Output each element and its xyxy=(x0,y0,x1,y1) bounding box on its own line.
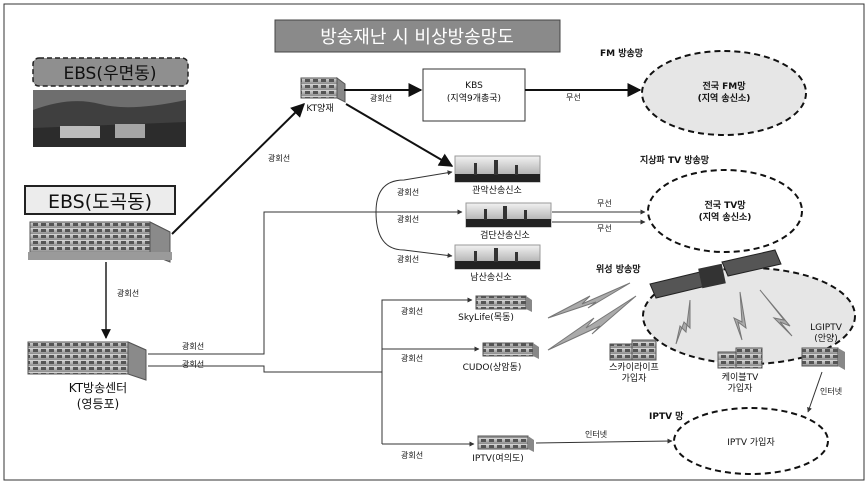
kbs-node: KBS (지역9개총국) xyxy=(422,68,526,122)
fm-network-ellipse: 전국 FM망 (지역 송신소) xyxy=(641,50,807,136)
iptv-network-ellipse: IPTV 가입자 xyxy=(673,407,829,475)
link-labels: 광회선 광회선 광회선 광회선 광회선 광회선 광회선 광회선 광회선 광회선 … xyxy=(117,93,842,460)
internet-label-lg: 인터넷 xyxy=(820,386,842,396)
gwanak-label: 관악산송신소 xyxy=(472,184,522,196)
skylife-node: SkyLife(목동) xyxy=(458,295,532,323)
ebs-umyeon-node: EBS(우면동) xyxy=(32,57,189,147)
iptv-section-label: IPTV 망 xyxy=(649,410,684,422)
cable-subscriber-sublabel: 가입자 xyxy=(728,382,754,394)
lg-iptv-label: LGIPTV xyxy=(810,323,843,333)
kt-yangjae-node: KT양재 xyxy=(300,77,346,114)
fiber-label-cudo: 광회선 xyxy=(401,353,423,363)
fm-network-label: 전국 FM망 xyxy=(702,80,746,92)
kt-yangjae-label: KT양재 xyxy=(306,103,333,114)
wireless-label-fm: 무선 xyxy=(566,93,581,102)
cable-subscriber-label: 케이블TV xyxy=(722,372,759,383)
kt-yangjae-building-icon xyxy=(300,77,346,103)
iptv-network-label: IPTV 가입자 xyxy=(727,436,775,448)
kbs-label: KBS xyxy=(465,81,483,91)
lg-iptv-sublabel: (안양) xyxy=(814,333,838,344)
fm-network-sublabel: (지역 송신소) xyxy=(698,92,751,104)
fiber-branches xyxy=(148,170,823,447)
gwanak-transmitter-node: 관악산송신소 xyxy=(454,155,541,196)
terrestrial-section-label: 지상파 TV 방송망 xyxy=(640,154,710,166)
wireless-label-tv-2: 무선 xyxy=(597,224,612,233)
tv-network-label: 전국 TV망 xyxy=(704,199,746,211)
fiber-label-iptv: 광회선 xyxy=(401,450,423,460)
geomdan-transmitter-node: 검단산송신소 xyxy=(465,202,552,241)
iptv-yeouido-label: IPTV(여의도) xyxy=(472,452,524,464)
cudo-node: CUDO(상암동) xyxy=(463,342,539,373)
skylife-subscriber-label: 스카이라이프 xyxy=(609,362,659,373)
satellite-section-label: 위성 방송망 xyxy=(596,263,641,275)
fiber-label-namsan: 광회선 xyxy=(397,254,419,264)
namsan-label: 남산송신소 xyxy=(470,272,511,283)
fiber-label-skylife: 광회선 xyxy=(401,306,423,316)
ebs-dogok-node: EBS(도곡동) xyxy=(24,185,176,263)
fiber-label-dogok-ktcenter: 광회선 xyxy=(117,288,139,298)
kbs-sublabel: (지역9개총국) xyxy=(447,93,501,104)
fiber-label-yangjae-kbs: 광회선 xyxy=(370,93,392,103)
skylife-subscriber-sublabel: 가입자 xyxy=(622,372,648,384)
internet-label-iptv: 인터넷 xyxy=(585,429,607,439)
wireless-label-tv-1: 무선 xyxy=(597,199,612,208)
kt-center-building-icon xyxy=(27,341,147,381)
ebs-umyeon-label: EBS(우면동) xyxy=(63,64,156,84)
fm-section-label: FM 방송망 xyxy=(600,47,644,59)
page-title: 방송재난 시 비상방송망도 xyxy=(320,27,514,48)
geomdan-label: 검단산송신소 xyxy=(480,229,530,241)
title-banner: 방송재난 시 비상방송망도 xyxy=(274,19,561,53)
satellite-icon xyxy=(649,249,782,299)
iptv-yeouido-node: IPTV(여의도) xyxy=(472,435,534,464)
ebs-dogok-building-icon xyxy=(28,221,172,263)
namsan-transmitter-node: 남산송신소 xyxy=(454,244,541,283)
ebs-umyeon-photo xyxy=(33,90,186,147)
tv-network-ellipse: 전국 TV망 (지역 송신소) xyxy=(647,169,803,253)
cudo-label: CUDO(상암동) xyxy=(463,361,522,373)
fiber-label-ktcenter-upper: 광회선 xyxy=(182,341,204,351)
kt-center-sublabel: (영등포) xyxy=(77,397,119,411)
fiber-label-ktcenter-lower: 광회선 xyxy=(182,359,204,369)
skylife-label: SkyLife(목동) xyxy=(458,312,514,323)
kt-center-label: KT방송센터 xyxy=(69,381,127,395)
cable-subscriber-icon: 케이블TV 가입자 xyxy=(717,347,763,394)
fiber-label-geomdan: 광회선 xyxy=(397,214,419,224)
ebs-dogok-label: EBS(도곡동) xyxy=(48,191,152,213)
fiber-label-gwanak: 광회선 xyxy=(397,187,419,197)
skylife-subscriber-icon: 스카이라이프 가입자 xyxy=(609,339,659,384)
kt-center-node: KT방송센터 (영등포) xyxy=(27,341,147,411)
lg-iptv-node: LGIPTV (안양) xyxy=(801,323,845,370)
fiber-label-dogok-yangjae: 광회선 xyxy=(268,153,290,163)
tv-network-sublabel: (지역 송신소) xyxy=(699,211,752,223)
broadcast-signal-icons xyxy=(547,282,793,351)
connection-lines xyxy=(101,83,642,339)
